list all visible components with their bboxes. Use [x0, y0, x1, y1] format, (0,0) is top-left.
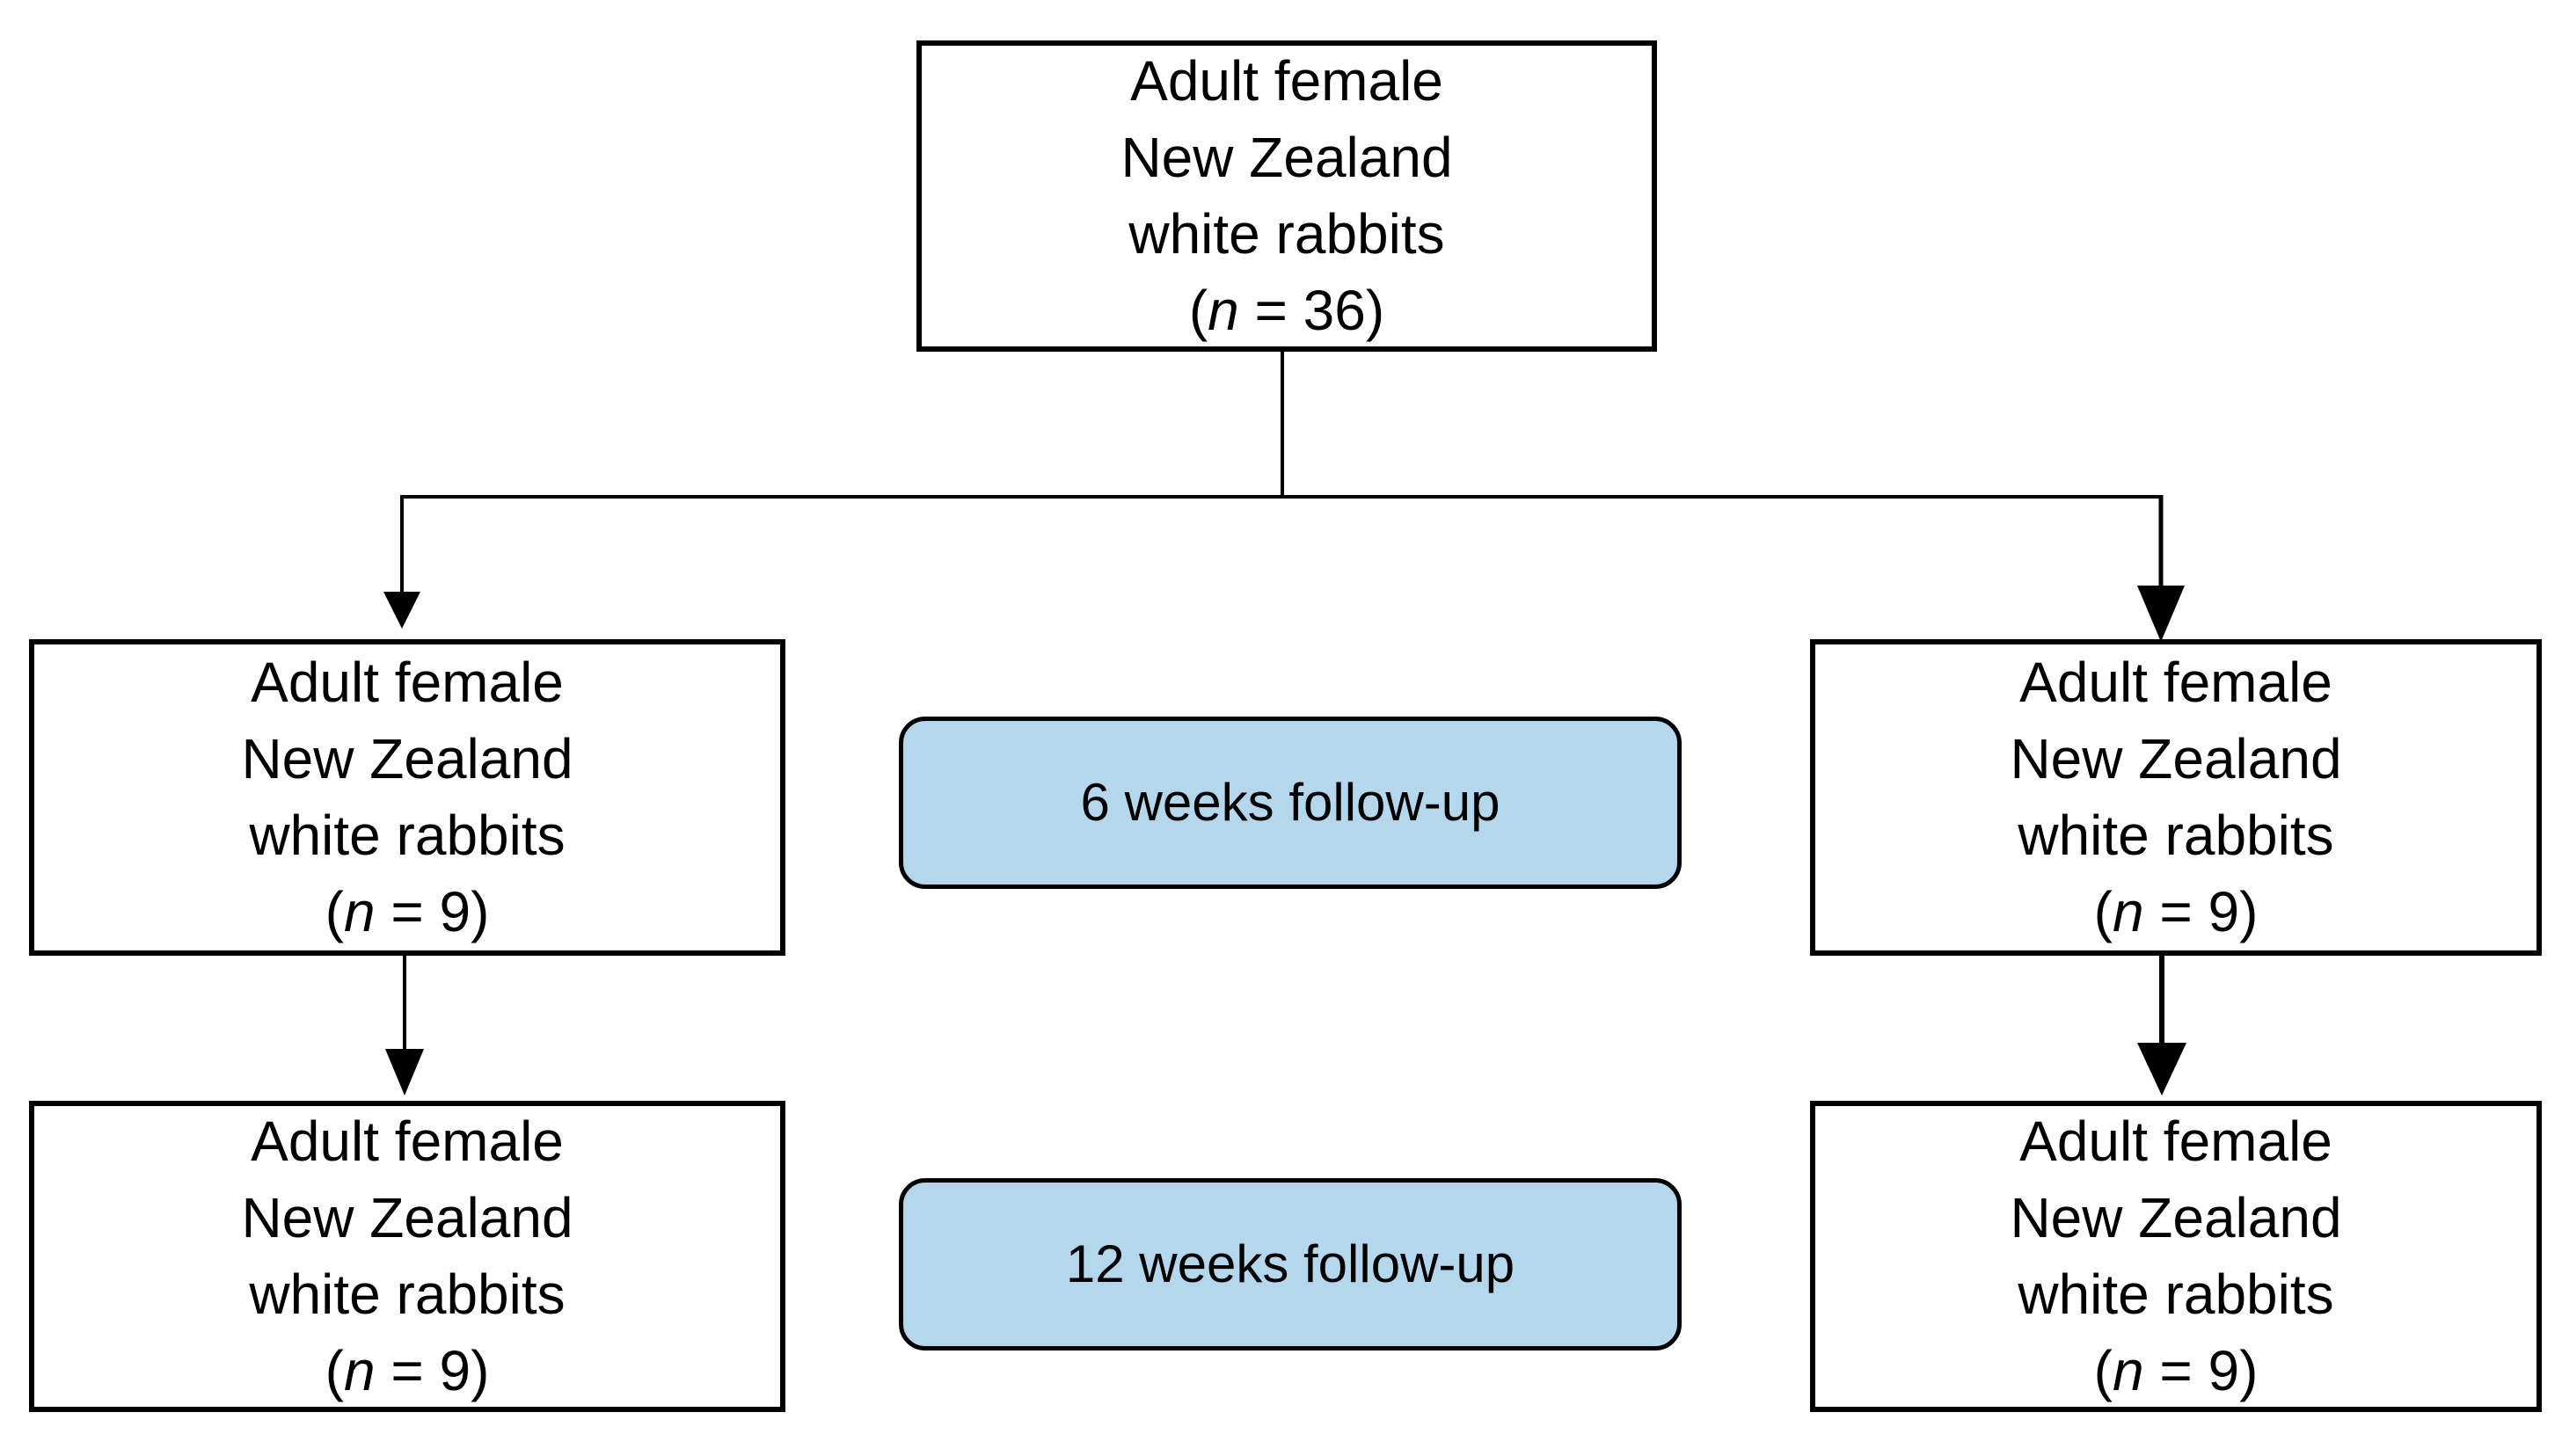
box-sample-size: (n = 9) — [2093, 880, 2259, 943]
box-text-line: white rabbits — [249, 804, 566, 867]
box-mid-right-group: Adult female New Zealand white rabbits (… — [1810, 639, 2542, 956]
box-bottom-left-group: Adult female New Zealand white rabbits (… — [29, 1101, 785, 1412]
box-sample-size: (n = 9) — [2093, 1339, 2259, 1402]
box-text-line: white rabbits — [2018, 1263, 2334, 1326]
branch-right-arrowhead-icon — [2137, 586, 2185, 642]
right-column-arrowhead-icon — [2137, 1043, 2186, 1096]
box-text-line: New Zealand — [1120, 126, 1453, 189]
box-top-population: Adult female New Zealand white rabbits (… — [916, 40, 1657, 352]
branch-left-arrowhead-icon — [383, 592, 420, 629]
box-sample-size: (n = 9) — [325, 1339, 490, 1402]
pill-text: 6 weeks follow-up — [1080, 773, 1500, 832]
n-variable: n — [2112, 1339, 2144, 1402]
box-text-line: Adult female — [251, 651, 564, 714]
box-text-line: New Zealand — [2010, 1186, 2342, 1249]
box-sample-size: (n = 36) — [1188, 279, 1385, 342]
n-variable: n — [343, 1339, 376, 1402]
pill-text: 12 weeks follow-up — [1065, 1234, 1515, 1293]
box-text-line: Adult female — [2019, 651, 2332, 714]
box-text-line: New Zealand — [2010, 727, 2342, 790]
box-text-line: white rabbits — [2018, 804, 2334, 867]
box-sample-size: (n = 9) — [325, 880, 490, 943]
box-text-line: Adult female — [2019, 1110, 2332, 1173]
followup-6-weeks-label: 6 weeks follow-up — [899, 717, 1682, 889]
box-text-line: white rabbits — [1128, 202, 1445, 266]
box-text-line: white rabbits — [249, 1263, 566, 1326]
n-variable: n — [343, 880, 376, 943]
box-text-line: New Zealand — [241, 1186, 573, 1249]
box-text-line: Adult female — [1130, 49, 1443, 113]
box-mid-left-group: Adult female New Zealand white rabbits (… — [29, 639, 785, 956]
box-text-line: New Zealand — [241, 727, 573, 790]
n-variable: n — [1208, 279, 1239, 342]
box-text-line: Adult female — [251, 1110, 564, 1173]
n-variable: n — [2112, 880, 2144, 943]
box-bottom-right-group: Adult female New Zealand white rabbits (… — [1810, 1101, 2542, 1412]
followup-12-weeks-label: 12 weeks follow-up — [899, 1178, 1682, 1350]
left-column-arrowhead-icon — [385, 1049, 424, 1096]
